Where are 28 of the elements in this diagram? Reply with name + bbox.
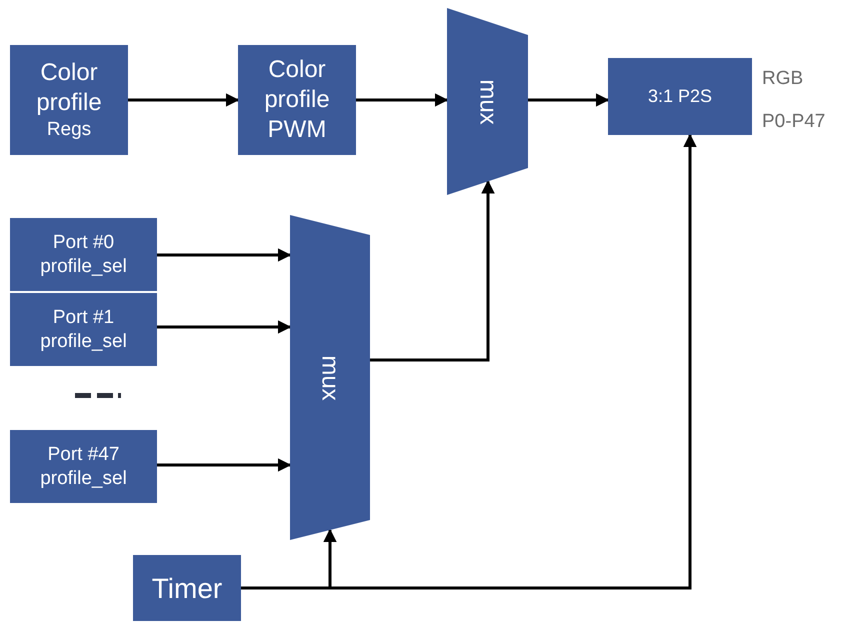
block [10, 45, 128, 155]
arrow [128, 93, 240, 107]
block-label: Port #47 profile_sel [39, 442, 128, 490]
arrow [356, 93, 448, 107]
multiplexer [290, 215, 370, 540]
arrow [370, 180, 495, 362]
arrow [157, 320, 292, 334]
block-label: Port #1 profile_sel [39, 306, 128, 354]
block-label: Color profile PWM [263, 55, 331, 145]
arrow [157, 458, 292, 472]
block-label: 3:1 P2S [648, 85, 712, 108]
arrow [528, 93, 610, 107]
block [10, 218, 157, 291]
block-label: Timer [152, 572, 222, 606]
arrow [157, 248, 292, 262]
block [10, 293, 157, 366]
block-label: mux [474, 78, 502, 124]
block-label: mux [316, 354, 345, 400]
multiplexer [447, 8, 528, 195]
signal-label: P0-P47 [762, 111, 826, 133]
block-label: Color profile [35, 58, 103, 118]
block [10, 430, 157, 503]
signal-label: RGB [762, 68, 804, 90]
block-label: Port #0 profile_sel [39, 230, 128, 278]
block-label: Regs [46, 118, 92, 142]
block [608, 58, 752, 135]
block [238, 45, 356, 155]
block [133, 555, 241, 621]
